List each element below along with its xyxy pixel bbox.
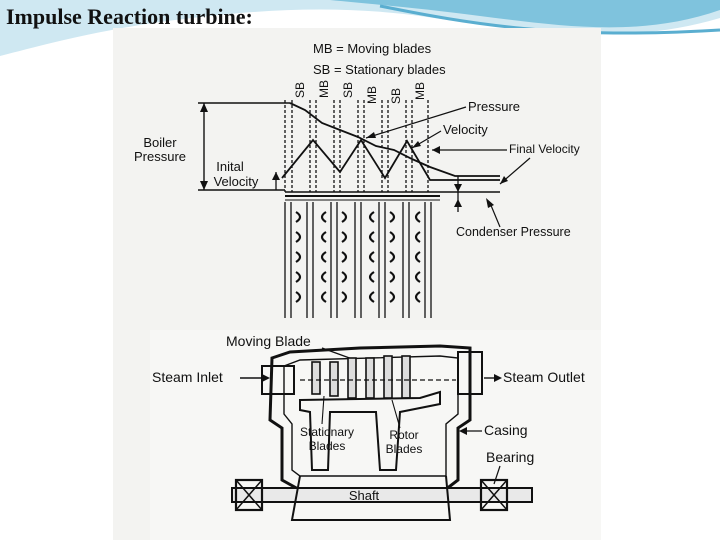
casing-base xyxy=(290,475,452,521)
legend-moving-blades: MB = Moving blades xyxy=(313,41,432,56)
slide-title: Impulse Reaction turbine: xyxy=(6,4,253,29)
legend-stationary-blades: SB = Stationary blades xyxy=(313,62,446,77)
steam-inlet-arrowhead xyxy=(262,374,270,382)
casing-outline xyxy=(268,344,472,492)
rotor-body xyxy=(299,390,441,471)
turbine-cross-section: Moving Blade Steam Inlet Steam Outlet St… xyxy=(150,330,601,540)
boiler-arrow-up xyxy=(200,103,208,112)
velocity-curve xyxy=(281,138,500,181)
boiler-arrow-down xyxy=(200,181,208,190)
initial-velocity-label: Inital xyxy=(216,159,244,174)
blade-rows xyxy=(284,202,432,318)
bearing-right xyxy=(479,478,509,512)
final-velocity-label: Final Velocity xyxy=(509,142,580,156)
velocity-pressure-diagram: MB = Moving blades SB = Stationary blade… xyxy=(134,41,580,318)
casing-label: Casing xyxy=(484,422,528,438)
shaft-label: Shaft xyxy=(349,488,380,503)
boiler-pressure-label: Boiler xyxy=(143,135,177,150)
cross-section-blades xyxy=(311,355,411,399)
rotor-blades-label: Rotor xyxy=(389,428,418,442)
casing-inner xyxy=(283,355,459,477)
final-velocity-leader-arrow xyxy=(432,146,440,154)
header-swoosh-accent xyxy=(330,0,720,28)
column-label-sb-2: SB xyxy=(341,82,355,98)
bearing-left xyxy=(234,478,264,512)
column-label-mb-2: MB xyxy=(365,86,379,104)
steam-outlet-arrowhead xyxy=(494,374,502,382)
velocity-label: Velocity xyxy=(443,122,488,137)
turbine-figure: MB = Moving blades SB = Stationary blade… xyxy=(113,28,601,540)
steam-outlet-label: Steam Outlet xyxy=(503,369,585,385)
rotor-blades-label-2: Blades xyxy=(386,442,423,456)
column-label-sb-3: SB xyxy=(389,88,403,104)
condenser-pressure-label: Condenser Pressure xyxy=(456,225,571,239)
column-label-mb-3: MB xyxy=(413,82,427,100)
moving-blade-label: Moving Blade xyxy=(226,333,311,349)
initial-velocity-arrow xyxy=(272,172,280,180)
rotor-blades-leader xyxy=(391,399,401,429)
condenser-arrow-down xyxy=(454,184,462,192)
blade-column-lines xyxy=(284,100,429,192)
column-label-sb-1: SB xyxy=(293,82,307,98)
initial-velocity-label-2: Velocity xyxy=(214,174,259,189)
steam-outlet-pipe xyxy=(457,351,483,395)
cross-section-panel xyxy=(150,330,601,540)
shaft xyxy=(231,487,533,503)
pressure-label: Pressure xyxy=(468,99,520,114)
pressure-curve xyxy=(289,102,500,177)
stationary-blades-label-2: Blades xyxy=(309,439,346,453)
condenser-leader xyxy=(489,202,501,228)
bearing-label: Bearing xyxy=(486,449,534,465)
steam-inlet-label: Steam Inlet xyxy=(152,369,223,385)
velocity-leader-arrow xyxy=(412,141,421,148)
condenser-leader-arrow xyxy=(486,198,494,208)
pressure-leader xyxy=(365,106,467,139)
pressure-leader-arrow xyxy=(366,132,376,138)
stationary-blades-label: Stationary xyxy=(300,425,354,439)
column-label-mb-1: MB xyxy=(317,80,331,98)
casing-leader-arrowhead xyxy=(459,427,467,435)
final-velocity-leader-arrow-2 xyxy=(500,176,508,184)
stationary-blades-leader xyxy=(321,395,325,425)
condenser-arrow-up xyxy=(454,199,462,207)
blade-profiles xyxy=(295,211,421,303)
boiler-pressure-label-2: Pressure xyxy=(134,149,186,164)
